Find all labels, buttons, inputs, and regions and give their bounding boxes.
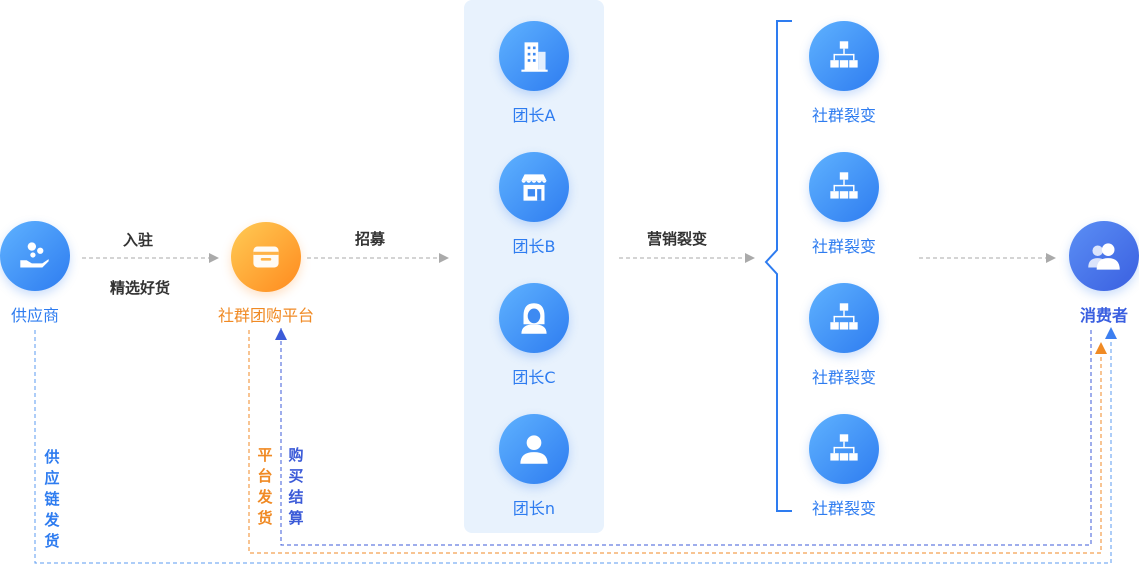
fission-label-4: 社群裂变 (811, 499, 876, 518)
fission-label-2: 社群裂变 (811, 237, 876, 256)
hand-coins-icon (20, 242, 49, 268)
leader-a-label: 团长A (512, 106, 556, 125)
fission-node-3 (809, 283, 879, 353)
edge-settle-in-label: 入驻 (122, 231, 153, 249)
loop-purchase-settlement (280, 328, 1092, 546)
supply-chain-delivery-label: 供应链发货 (44, 448, 60, 550)
leader-b-label: 团长B (512, 237, 556, 256)
purchase-settlement-label: 购买结算 (288, 446, 304, 527)
fission-node-1 (809, 21, 879, 91)
edge-marketing-fission-label: 营销裂变 (646, 230, 707, 248)
consumer-label: 消费者 (1079, 306, 1128, 325)
org-chart-icon (830, 41, 858, 68)
leader-n-label: 团长n (512, 499, 556, 518)
supplier-node (0, 221, 70, 291)
fission-label-1: 社群裂变 (811, 106, 876, 125)
org-chart-icon (830, 172, 858, 199)
edge-recruit-label: 招募 (354, 230, 385, 248)
woman-avatar-icon (521, 303, 547, 334)
leader-c-node (499, 283, 569, 353)
leader-c-label: 团长C (512, 368, 556, 387)
org-chart-icon (830, 303, 858, 330)
loop-platform-delivery (248, 330, 1102, 554)
fission-label-3: 社群裂变 (811, 368, 876, 387)
platform-node (231, 222, 301, 292)
platform-label: 社群团购平台 (217, 306, 314, 325)
users-icon (1088, 243, 1120, 270)
supplier-label: 供应商 (10, 306, 59, 325)
leader-a-node (499, 21, 569, 91)
platform-delivery-label: 平台发货 (257, 446, 273, 527)
edge-selected-goods-label: 精选好货 (109, 279, 170, 297)
fission-brace (764, 20, 792, 512)
shop-icon (521, 174, 547, 201)
leader-n-node (499, 414, 569, 484)
org-chart-icon (830, 434, 858, 461)
loop-supply-chain (34, 327, 1112, 564)
person-avatar-icon (520, 435, 548, 464)
building-icon (521, 42, 548, 72)
leader-b-node (499, 152, 569, 222)
consumer-node (1069, 221, 1139, 291)
fission-node-4 (809, 414, 879, 484)
store-box-icon (253, 246, 279, 268)
fission-node-2 (809, 152, 879, 222)
